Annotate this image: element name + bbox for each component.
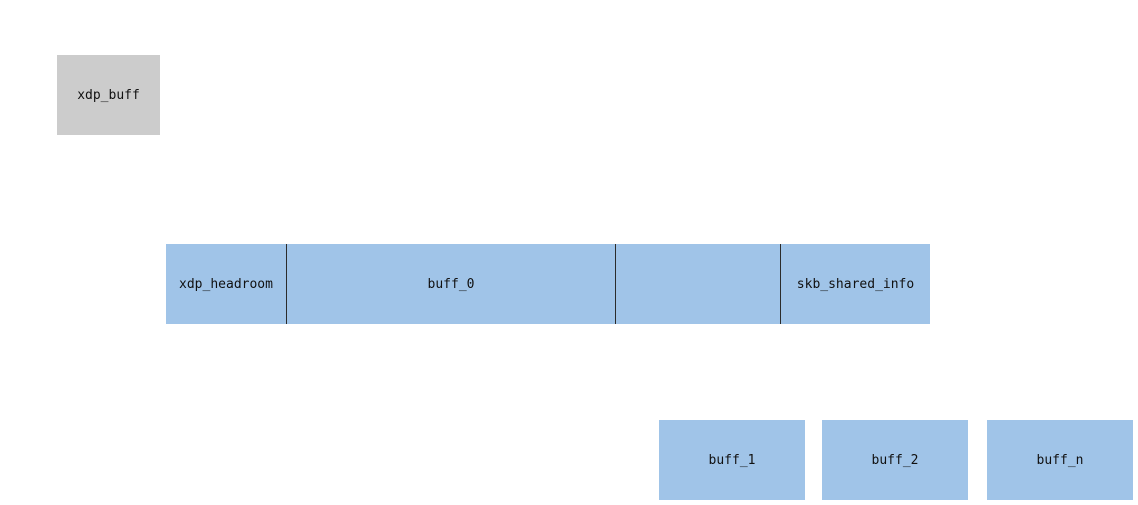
xdp-headroom-label: xdp_headroom: [179, 276, 273, 292]
fragment-buff-1: buff_1: [659, 420, 805, 500]
fragment-label: buff_n: [1036, 452, 1084, 468]
linear-buffer: xdp_headroom buff_0 skb_shared_info: [166, 244, 930, 324]
buff-0-segment: buff_0: [286, 244, 615, 324]
fragment-buff-n: buff_n: [987, 420, 1133, 500]
xdp-buff-box: xdp_buff: [57, 55, 160, 135]
skb-shared-info-segment: skb_shared_info: [780, 244, 930, 324]
xdp-buff-label: xdp_buff: [77, 87, 140, 103]
skb-shared-info-label: skb_shared_info: [796, 276, 915, 292]
xdp-headroom-segment: xdp_headroom: [166, 244, 286, 324]
fragment-label: buff_2: [871, 452, 919, 468]
tailroom-segment: [615, 244, 780, 324]
buff-0-label: buff_0: [427, 276, 475, 292]
fragment-buff-2: buff_2: [822, 420, 968, 500]
fragment-label: buff_1: [708, 452, 756, 468]
